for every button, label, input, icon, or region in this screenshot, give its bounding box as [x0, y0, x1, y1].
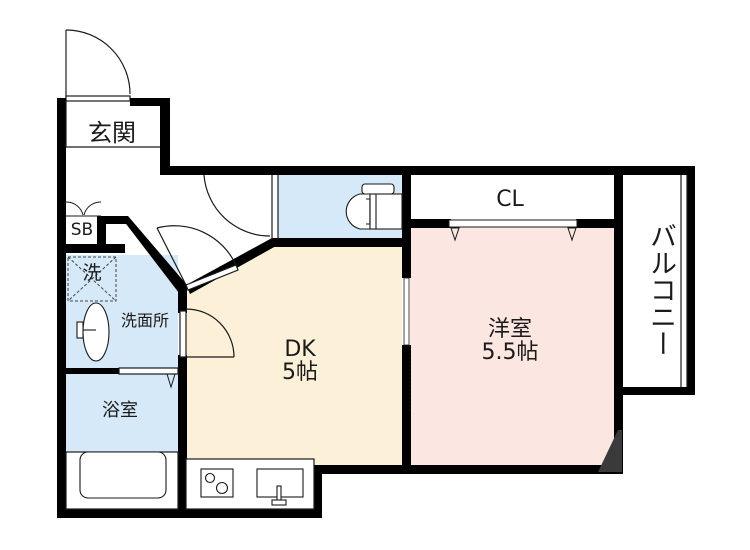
room-label-bath: 浴室	[102, 400, 138, 421]
washbasin-icon	[76, 302, 110, 362]
western-room-name: 洋室	[487, 317, 532, 342]
entrance-door-icon	[65, 29, 131, 102]
washroom-area	[66, 255, 178, 369]
room-label-western-room: 洋室 5.5帖	[455, 318, 565, 364]
bathtub-icon	[79, 451, 167, 499]
room-label-shoebox: SB	[70, 220, 94, 240]
washroom-door-icon	[179, 308, 235, 358]
corner-mark	[598, 430, 622, 472]
bath-door-icon	[166, 373, 176, 389]
washing-machine-slot-icon	[67, 256, 117, 302]
kitchen-sink-icon	[256, 468, 304, 506]
dk-area	[186, 246, 402, 465]
stove-icon	[200, 468, 234, 498]
dk-size: 5帖	[282, 360, 318, 386]
room-label-washroom: 洗面所	[120, 311, 169, 330]
room-label-genkan: 玄関	[88, 119, 136, 147]
closet-door-icon	[448, 219, 578, 242]
room-label-washer: 洗	[82, 262, 102, 284]
western-room-size: 5.5帖	[481, 340, 539, 366]
dk-door-icon	[156, 225, 239, 291]
toilet-door-icon	[203, 174, 271, 237]
bath-area	[66, 373, 178, 452]
western-room-area	[410, 227, 614, 465]
shoebox-door-icon	[65, 201, 102, 217]
dk-name: DK	[284, 337, 316, 362]
toilet-fixture-icon	[345, 183, 403, 230]
room-label-dk: DK 5帖	[255, 338, 345, 384]
room-label-closet: CL	[496, 187, 524, 212]
room-label-balcony: バルコニー	[645, 222, 676, 357]
sliding-door-icon	[403, 277, 411, 413]
